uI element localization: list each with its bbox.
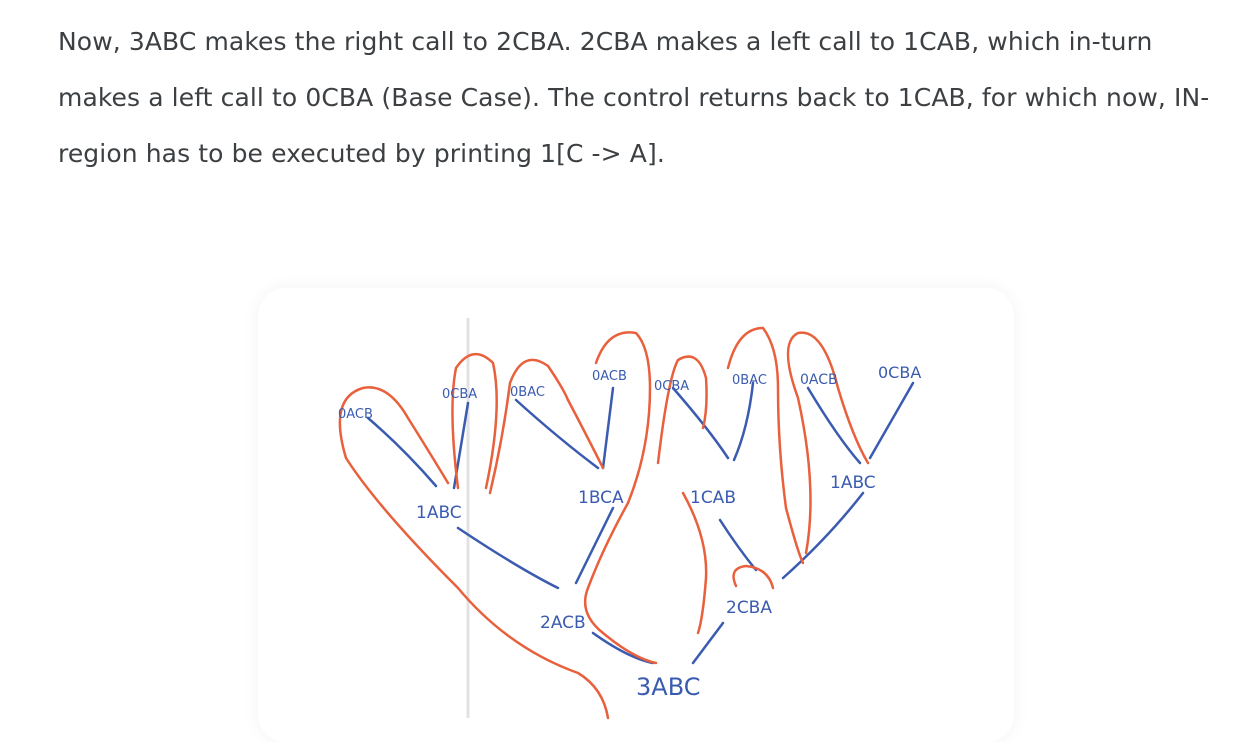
node-l0-c: 0BAC [510,385,545,400]
edge-l2right-root [691,621,725,665]
edge-l1b-l2left [574,506,615,585]
edge-l0e-l1c [671,386,730,460]
bracket-right-inner [681,491,708,635]
node-l1-d: 1ABC [830,473,876,493]
bracket-l0c [488,358,570,495]
bracket-l0g [786,331,870,555]
edge-l0g-l1d [806,386,862,465]
bracket-left-outer [338,386,610,720]
edge-l0c-l1b [514,398,600,470]
tree-edges [366,381,915,665]
node-l1-c: 1CAB [690,488,736,508]
tree-brackets [338,326,870,720]
bracket-l0e [656,355,708,465]
bracket-l0f [726,326,805,565]
recursion-tree-drawing: 3ABC 2ACB 2CBA 1ABC 1BCA 1CAB 1ABC 0ACB … [338,318,921,720]
node-l0-b: 0CBA [442,387,477,402]
node-l2-left: 2ACB [540,613,586,633]
edge-l0d-l1b [601,386,615,470]
edge-l0f-l1c [732,381,755,462]
node-root: 3ABC [636,673,701,701]
bracket-l0c-b [566,398,605,470]
node-l0-d: 0ACB [592,369,627,384]
edge-l0h-l1d [868,381,915,460]
node-l0-a: 0ACB [338,407,373,422]
bracket-middle [583,331,658,665]
node-l0-h: 0CBA [878,363,921,382]
edge-l1d-l2right [781,491,865,580]
edge-l1a-l2left [456,526,560,590]
recursion-tree-figure: 3ABC 2ACB 2CBA 1ABC 1BCA 1CAB 1ABC 0ACB … [258,288,1014,742]
edge-l1c-l2right [718,518,758,572]
article-paragraph: Now, 3ABC makes the right call to 2CBA. … [58,27,1210,168]
node-l0-f: 0BAC [732,373,767,388]
bracket-l0b [451,353,498,490]
node-l1-b: 1BCA [578,488,624,508]
node-l1-a: 1ABC [416,503,462,523]
node-l2-right: 2CBA [726,598,772,618]
tree-node-labels: 3ABC 2ACB 2CBA 1ABC 1BCA 1CAB 1ABC 0ACB … [338,363,921,701]
node-l0-g: 0ACB [800,372,838,388]
node-l0-e: 0CBA [654,379,689,394]
edge-l0a-l1a [366,416,438,488]
bracket-l2right [732,564,775,590]
